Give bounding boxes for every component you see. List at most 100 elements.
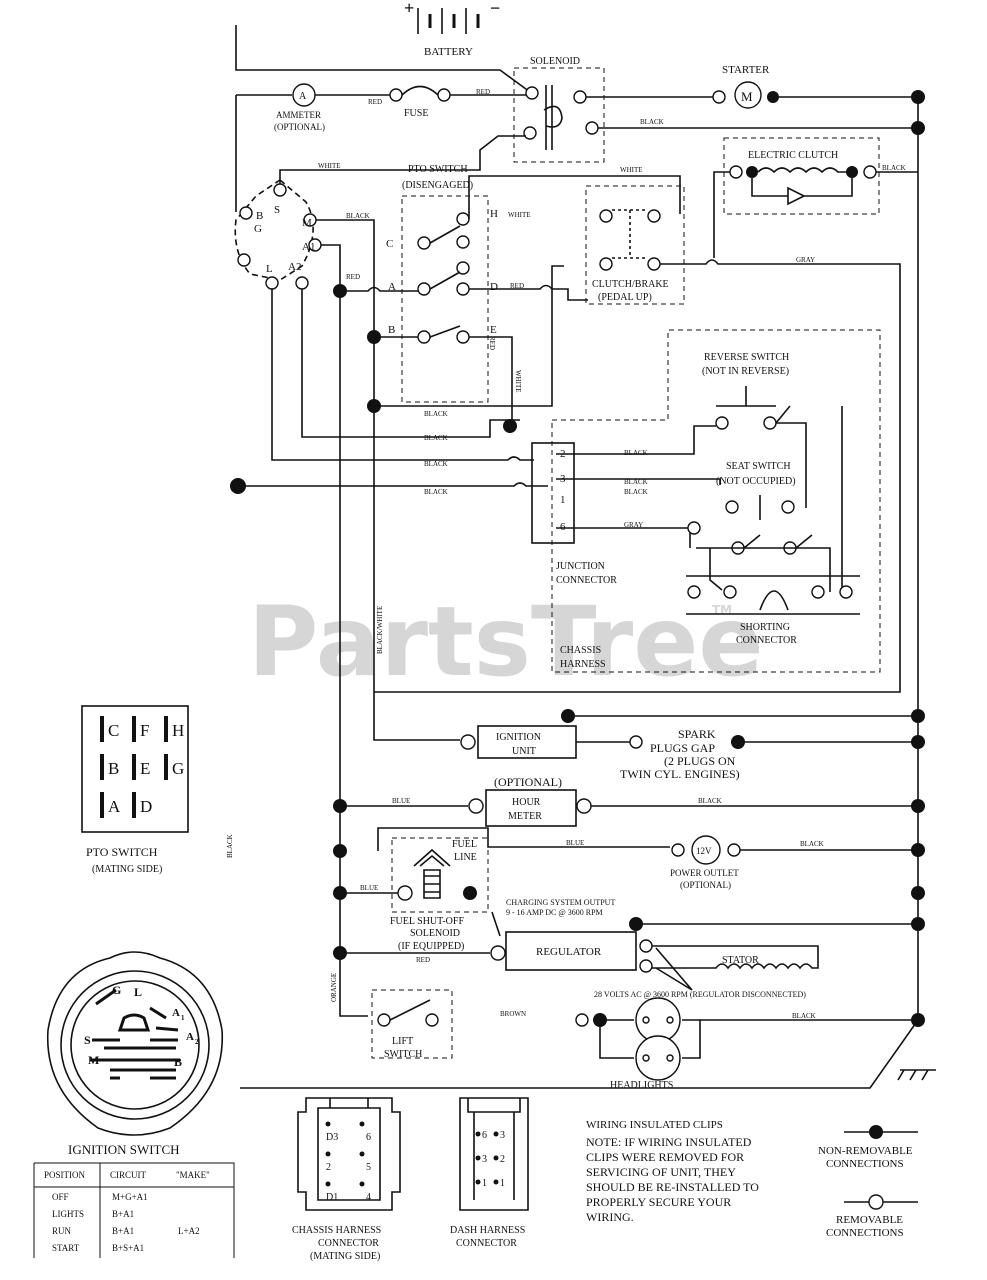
wire-label-black-11: BLACK [698,797,722,805]
ign-table-header-circuit: CIRCUIT [110,1170,147,1180]
ignition-switch-title: IGNITION SWITCH [68,1142,180,1157]
chassis-connector-title: CHASSIS HARNESS [292,1225,381,1236]
wire-label-gray-1: GRAY [796,256,815,264]
seat-switch-state: (NOT OCCUPIED) [716,476,796,487]
dash-pin-label: 3 [482,1154,487,1165]
pto-label-c: C [386,238,393,250]
chassis-pin-label: 5 [366,1162,371,1173]
chassis-pin-dot [325,1181,331,1187]
pto-mating-pin-label: A [108,797,121,816]
chassis-ground-symbol [897,1069,936,1081]
clutch-brake-terminal-4 [647,257,661,271]
reverse-switch-state: (NOT IN REVERSE) [702,366,789,377]
pto-terminal-b [417,330,431,344]
ign-drawing-a1: A [172,1007,180,1019]
chassis-harness-label-2: HARNESS [560,659,606,670]
wire-label-black-6: BLACK [424,460,448,468]
hour-meter-terminal-right [576,798,592,814]
power-outlet-label: POWER OUTLET [670,868,739,878]
pto-terminal-h [456,212,470,226]
shorting-connector-label-2: CONNECTOR [736,635,797,646]
legend: NON-REMOVABLE CONNECTIONS REMOVABLE CONN… [818,1125,918,1239]
power-outlet-optional-label: (OPTIONAL) [680,880,731,890]
clutch-brake-terminal-1 [599,209,613,223]
ign-table-cell: RUN [52,1226,72,1236]
ground-black-wire [236,482,548,487]
pto-mating-pin-label: F [140,721,149,740]
wire-label-orange: ORANGE [330,973,338,1002]
stator-voltage-label: 28 VOLTS AC @ 3600 RPM (REGULATOR DISCON… [594,990,806,999]
pto-mating-pin-bar [100,792,104,818]
chassis-pin-label: 4 [366,1192,371,1203]
pto-label-a: A [388,281,396,293]
shorting-terminal-1 [687,585,701,599]
headlight-wiring [599,1019,701,1059]
lift-terminal-right [425,1013,439,1027]
fuse-label: FUSE [404,108,428,119]
ign-terminal-g: G [254,223,262,235]
clutch-diode [787,186,806,206]
ignition-switch-schematic: S M B G A1 L A2 [234,179,322,290]
shorting-terminal-3 [811,585,825,599]
chassis-harness-label: CHASSIS [560,645,601,656]
wire-label-black-2: BLACK [882,164,906,172]
clutch-feed-wire [713,171,730,258]
fuse-terminal-right [437,88,451,102]
wire-label-black-5: BLACK [424,434,448,442]
reverse-switch-wire [776,422,807,508]
power-outlet-feed-connection [333,844,347,858]
dash-connector-title: DASH HARNESS [450,1225,525,1236]
dash-pin-dot [493,1155,499,1161]
pto-label-e: E [490,324,497,336]
ign-table-cell: B+A1 [112,1226,134,1236]
reverse-switch-label: REVERSE SWITCH [704,352,789,363]
electric-clutch-box [723,137,880,215]
notes-line: SHOULD BE RE-INSTALLED TO [586,1180,759,1194]
solenoid-box [513,67,605,163]
fuse-terminal-left [389,88,403,102]
ign-table-header-make: "MAKE" [176,1170,210,1180]
notes-line: WIRING. [586,1210,634,1224]
pto-terminal-g [456,235,470,249]
ign-table-cell: B+A1 [112,1209,134,1219]
notes-line: NOTE: IF WIRING INSULATED [586,1135,752,1149]
junction-pin-1: 1 [560,494,566,506]
dash-pin-label: 2 [500,1154,505,1165]
ground-bus [240,97,919,1089]
pto-terminal-a [417,282,431,296]
shorting-connector-body [686,575,860,615]
wire-label-black-vertical: BLACK [226,834,234,858]
chassis-harness-box [551,329,881,673]
pto-mating-title: PTO SWITCH [86,845,158,859]
legend-removable-label-2: CONNECTIONS [826,1227,904,1239]
junction-l-wire [507,456,534,461]
notes-line: PROPERLY SECURE YOUR [586,1195,731,1209]
chassis-pin-dot [359,1151,365,1157]
pto-label-b: B [388,324,395,336]
dash-pin-dot [493,1131,499,1137]
ign-terminal-a1: A1 [302,241,315,253]
shorting-terminal-4 [839,585,853,599]
notes-title: WIRING INSULATED CLIPS [586,1119,723,1131]
solenoid-coil [543,85,563,150]
pto-mating-pin-bar [100,754,104,780]
ign-drawing-g: G [112,983,121,997]
pto-mating-pin-bar [164,716,168,742]
pto-contacts [429,225,461,338]
wire-label-black-1: BLACK [640,118,664,126]
ignition-unit-label-2: UNIT [512,746,536,757]
hour-meter-box [485,789,577,827]
stator-label: STATOR [722,955,759,966]
pto-terminal-d [456,282,470,296]
ign-terminal-a2: A2 [288,261,301,273]
headlights-label: HEADLIGHTS [610,1080,673,1091]
fuel-shutoff-coil [413,848,451,899]
wire-label-black-13: BLACK [792,1012,816,1020]
pto-black-wire [374,265,564,407]
electric-clutch-label: ELECTRIC CLUTCH [748,150,838,161]
lift-switch-box [371,989,453,1059]
